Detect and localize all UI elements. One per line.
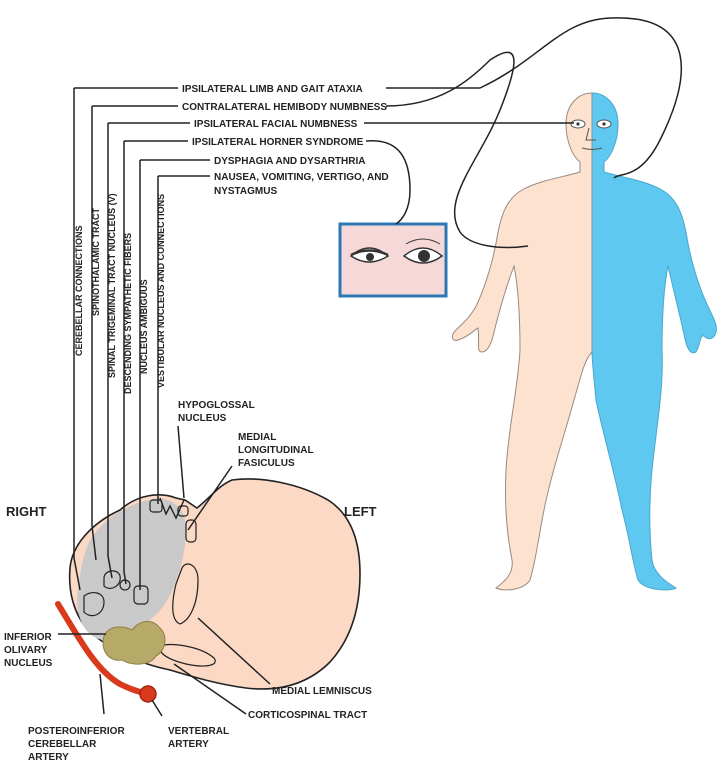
- structure-labels: CEREBELLAR CONNECTIONS SPINOTHALAMIC TRA…: [74, 193, 166, 394]
- inferior-olivary-label-1: INFERIOR: [4, 632, 53, 643]
- pica-label-2: CEREBELLAR: [28, 739, 97, 750]
- corticospinal-label: CORTICOSPINAL TRACT: [248, 710, 367, 721]
- vertebral-vessel: [139, 685, 157, 703]
- face: [570, 119, 612, 150]
- medial-lemniscus-label: MEDIAL LEMNISCUS: [272, 686, 372, 697]
- anatomy-labels: RIGHT LEFT HYPOGLOSSAL NUCLEUS MEDIAL LO…: [4, 400, 377, 763]
- figure-left-side-numb: [591, 92, 717, 591]
- vertebral-label-1: VERTEBRAL: [168, 726, 229, 737]
- structure-vestibular-nucleus: VESTIBULAR NUCLEUS AND CONNECTIONS: [156, 194, 166, 388]
- syndrome-hemibody-numbness: CONTRALATERAL HEMIBODY NUMBNESS: [182, 102, 387, 113]
- structure-descending-sympathetic: DESCENDING SYMPATHETIC FIBERS: [123, 233, 133, 394]
- vertebral-label-2: ARTERY: [168, 739, 209, 750]
- syndrome-dysphagia: DYSPHAGIA AND DYSARTHRIA: [214, 156, 366, 167]
- hypoglossal-label-2: NUCLEUS: [178, 413, 227, 424]
- side-right-label: RIGHT: [6, 504, 47, 519]
- mlf-label-3: FASICULUS: [238, 458, 295, 469]
- syndrome-facial-numbness: IPSILATERAL FACIAL NUMBNESS: [194, 119, 358, 130]
- syndrome-limb-ataxia: IPSILATERAL LIMB AND GAIT ATAXIA: [182, 84, 363, 95]
- medulla-cross-section: [55, 478, 361, 703]
- leader-lines: [58, 17, 683, 717]
- structure-cerebellar-connections: CEREBELLAR CONNECTIONS: [74, 225, 84, 356]
- side-left-label: LEFT: [344, 504, 377, 519]
- structure-spinal-trigeminal: SPINAL TRIGEMINAL TRACT NUCLEUS (V): [107, 193, 117, 378]
- syndrome-nystagmus: NYSTAGMUS: [214, 186, 277, 197]
- inferior-olivary-label-3: NUCLEUS: [4, 658, 53, 669]
- syndrome-horner: IPSILATERAL HORNER SYNDROME: [192, 137, 364, 148]
- syndrome-labels: IPSILATERAL LIMB AND GAIT ATAXIA CONTRAL…: [182, 84, 389, 197]
- figure-right-side: [451, 92, 593, 591]
- pica-label-3: ARTERY: [28, 752, 69, 763]
- pica-vessel: [55, 601, 151, 697]
- horner-eye-box: [338, 222, 448, 298]
- hypoglossal-label-1: HYPOGLOSSAL: [178, 400, 255, 411]
- structure-nucleus-ambiguus: NUCLEUS AMBIGUUS: [139, 279, 149, 374]
- syndrome-nausea: NAUSEA, VOMITING, VERTIGO, AND: [214, 172, 389, 183]
- pica-label-1: POSTEROINFERIOR: [28, 726, 125, 737]
- mlf-label-2: LONGITUDINAL: [238, 445, 314, 456]
- structure-spinothalamic-tract: SPINOTHALAMIC TRACT: [91, 208, 101, 316]
- mlf-label-1: MEDIAL: [238, 432, 276, 443]
- inferior-olivary-label-2: OLIVARY: [4, 645, 48, 656]
- inferior-olivary-nucleus-shape: [102, 621, 166, 665]
- human-figure: [451, 92, 717, 591]
